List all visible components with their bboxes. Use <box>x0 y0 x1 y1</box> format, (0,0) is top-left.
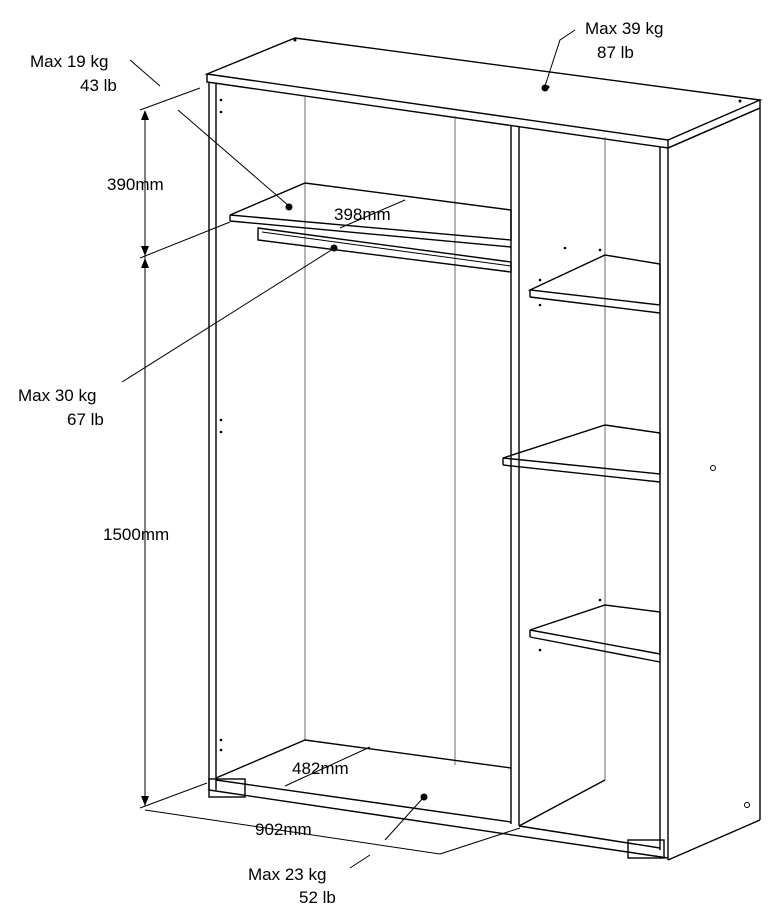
shelf-depth: 398mm <box>334 205 391 224</box>
right-shelves <box>502 254 661 663</box>
top-panel-load-kg: Max 39 kg <box>585 19 664 38</box>
front-left-foot <box>208 778 246 798</box>
bottom-load-lb: 52 lb <box>299 888 336 907</box>
width: 902mm <box>255 820 312 839</box>
hanging-height: 1500mm <box>103 525 170 544</box>
rail-load-lb: 67 lb <box>67 410 104 429</box>
wardrobe-body <box>204 37 763 861</box>
load-leaders <box>121 29 576 869</box>
upper-shelf-load-lb: 43 lb <box>80 76 117 95</box>
inner-depth: 482mm <box>292 759 349 778</box>
upper-shelf <box>229 182 512 241</box>
dimension-lines <box>139 87 521 855</box>
top-compartment-height: 390mm <box>107 175 164 194</box>
upper-shelf-load-kg: Max 19 kg <box>30 52 109 71</box>
bottom-panel <box>208 789 669 859</box>
top-panel-load-lb: 87 lb <box>597 43 634 62</box>
bottom-load-kg: Max 23 kg <box>248 865 327 884</box>
rail-load-kg: Max 30 kg <box>18 386 97 405</box>
hanging-rail <box>257 227 512 273</box>
top-panel <box>204 37 763 141</box>
front-right-foot <box>627 839 665 859</box>
